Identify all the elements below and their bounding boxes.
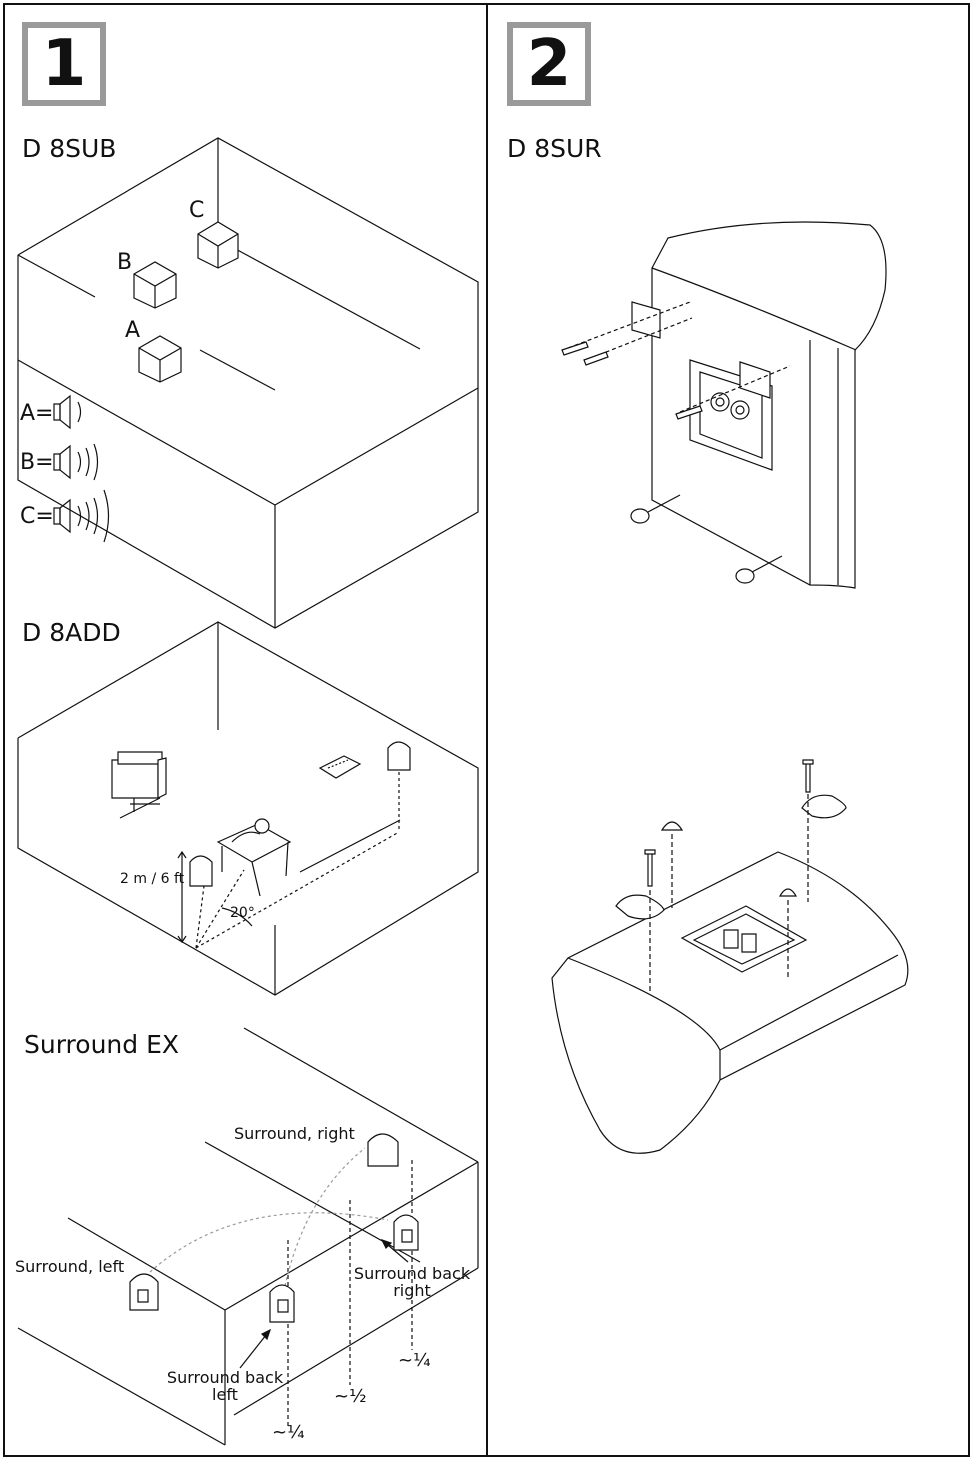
av-receiver (320, 756, 360, 778)
back-right-label: Surround back right (352, 1264, 472, 1300)
back-right-line-1: Surround back (353, 1264, 471, 1283)
back-right-line-2: right (393, 1280, 431, 1300)
screw-2 (584, 352, 608, 365)
speaker-icon-b (54, 444, 98, 480)
rubber-foot-1 (631, 509, 649, 523)
screw-1 (562, 342, 588, 355)
sur-speaker-top (552, 852, 908, 1153)
legend-b: B= (20, 450, 54, 475)
column-divider (486, 3, 488, 1457)
tv-stand (112, 752, 166, 818)
add-title: D 8ADD (22, 618, 121, 647)
step-number-2: 2 (507, 22, 591, 106)
back-left-line-1: Surround back (166, 1368, 284, 1387)
legend-a: A= (20, 401, 54, 426)
ex-room (18, 1028, 478, 1448)
angle-label: 20° (230, 905, 255, 921)
add-speaker-near (190, 856, 212, 886)
rubber-dome-1 (662, 822, 682, 830)
step-number-1: 1 (22, 22, 106, 106)
add-speaker-far (388, 742, 410, 770)
ex-speaker-back-left (270, 1285, 294, 1322)
fraction-half: ~½ (334, 1386, 367, 1407)
back-left-label: Surround back left (165, 1368, 285, 1404)
legend-c: C= (20, 504, 54, 529)
back-left-line-2: left (212, 1384, 238, 1404)
subwoofer-a (139, 336, 181, 382)
keyhole-bracket-2 (802, 795, 846, 818)
ex-speaker-left (130, 1274, 158, 1310)
surround-right-label: Surround, right (234, 1124, 355, 1143)
ex-title: Surround EX (24, 1030, 180, 1059)
sub-label-c: C (189, 198, 205, 223)
height-label: 2 m / 6 ft (120, 871, 185, 887)
listener-chair (218, 819, 290, 896)
ex-speaker-back-right (394, 1215, 418, 1250)
subwoofer-c (198, 222, 238, 268)
speaker-icon-a (54, 396, 81, 428)
add-room-box (18, 622, 478, 995)
screw-5 (803, 760, 813, 792)
sub-label-b: B (117, 250, 133, 275)
sub-title: D 8SUB (22, 134, 117, 163)
fraction-quarter-left: ~¼ (272, 1422, 305, 1443)
sur-speaker-back (632, 222, 886, 588)
speaker-icon-c (54, 490, 109, 542)
fraction-quarter-right: ~¼ (398, 1350, 431, 1371)
keyhole-bracket-1 (616, 895, 664, 919)
sub-room-box (18, 138, 478, 628)
surround-left-label: Surround, left (15, 1257, 125, 1276)
ex-speaker-right (368, 1134, 398, 1166)
screw-3 (676, 406, 702, 419)
screw-4 (645, 850, 655, 886)
rubber-dome-2 (780, 889, 796, 896)
sur-title: D 8SUR (507, 134, 602, 163)
rubber-foot-2 (736, 569, 754, 583)
sub-label-a: A (125, 318, 141, 343)
subwoofer-b (134, 262, 176, 308)
